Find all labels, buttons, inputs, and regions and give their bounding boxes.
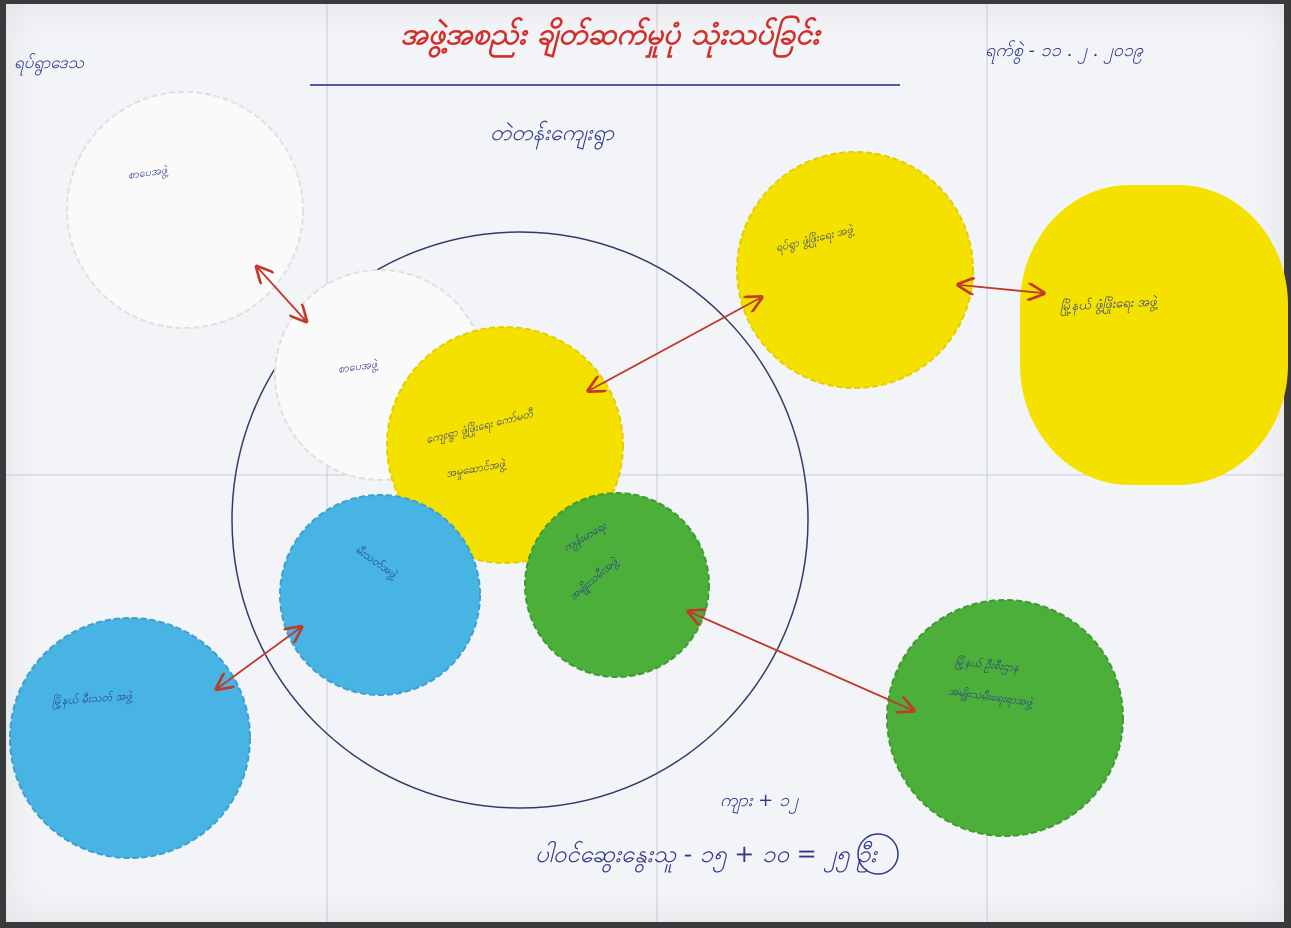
page-title: အဖွဲ့အစည်း ချိတ်ဆက်မှုပုံ သုံးသပ်ခြင်း [400, 17, 820, 52]
arrow-yellow-top-right [960, 285, 1042, 293]
green-inner-node [524, 492, 710, 678]
tally-note: ကျား + ၁၂ [720, 790, 798, 811]
arrow-yellow-center-top [590, 298, 760, 390]
fold-line [656, 4, 658, 922]
yellow-top-node [736, 151, 974, 389]
fold-line [6, 474, 1284, 476]
title-underline [310, 84, 900, 86]
participant-count: ပါဝင်ဆွေးနွေးသူ - ၁၅ + ၁၀ = ၂၅ ဦး [535, 840, 877, 868]
fold-line [986, 4, 988, 922]
blue-inner-node [279, 494, 481, 696]
date-label: ရက်စွဲ - ၁၁ . ၂ . ၂၀၁၉ [985, 40, 1144, 61]
arrow-white-link [258, 268, 305, 320]
total-circle-mark [857, 833, 899, 875]
yellow-center-node [386, 326, 624, 564]
community-boundary-circle [231, 231, 809, 809]
arrow-green-link [690, 612, 912, 710]
white-outer-node [66, 91, 304, 329]
village-subtitle: တဲတန်းကျေးရွာ [490, 121, 615, 146]
arrow-blue-link [218, 628, 300, 688]
blue-outer-node [9, 617, 251, 859]
yellow-right-node [1020, 185, 1288, 485]
left-note: ရပ်ရွာဒေသ [14, 53, 85, 73]
green-outer-node [886, 599, 1124, 837]
